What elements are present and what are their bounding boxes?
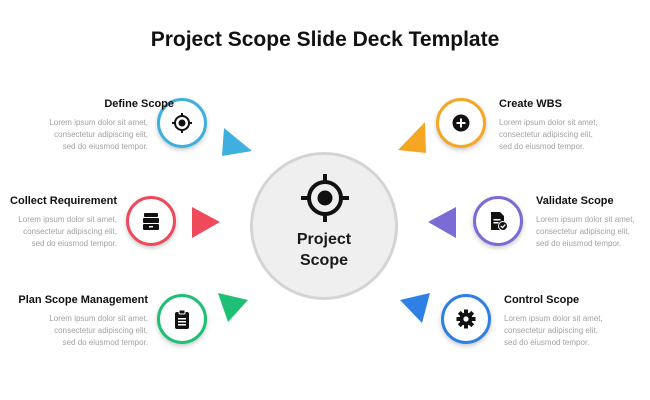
arrow-control-scope (400, 293, 430, 323)
arrow-collect-requirement (192, 207, 220, 238)
arrow-create-wbs (398, 122, 426, 153)
validate-scope-description: Lorem ipsum dolor sit amet, consectetur … (536, 215, 635, 248)
center-label-line2: Scope (299, 252, 348, 269)
plan-scope-management-title: Plan Scope Management (18, 294, 148, 306)
archive-box-icon (143, 213, 159, 230)
arrow-plan-scope-management (218, 293, 248, 322)
plan-scope-management-description: Lorem ipsum dolor sit amet, consectetur … (49, 314, 148, 347)
define-scope-title: Define Scope (104, 98, 174, 110)
slide-title: Project Scope Slide Deck Template (150, 28, 500, 51)
control-scope-title: Control Scope (504, 294, 580, 306)
plan-scope-management-node (157, 294, 207, 344)
arrow-define-scope (222, 128, 252, 156)
center-label: Project Scope (250, 229, 398, 271)
collect-requirement-title: Collect Requirement (10, 195, 117, 207)
control-scope-description: Lorem ipsum dolor sit amet, consectetur … (504, 314, 603, 347)
center-label-line1: Project (296, 231, 352, 248)
gear-icon (456, 309, 476, 329)
document-check-icon (491, 212, 508, 231)
create-wbs-description: Lorem ipsum dolor sit amet, consectetur … (499, 118, 598, 151)
plus-circle-icon (452, 114, 470, 132)
validate-scope-title: Validate Scope (536, 195, 614, 207)
define-scope-description: Lorem ipsum dolor sit amet, consectetur … (49, 118, 148, 151)
target-icon (301, 174, 349, 222)
collect-requirement-description: Lorem ipsum dolor sit amet, consectetur … (18, 215, 117, 248)
validate-scope-node (473, 196, 523, 246)
clipboard-icon (175, 309, 189, 329)
target-icon (172, 113, 192, 133)
create-wbs-title: Create WBS (499, 98, 562, 110)
arrow-validate-scope (428, 207, 456, 238)
